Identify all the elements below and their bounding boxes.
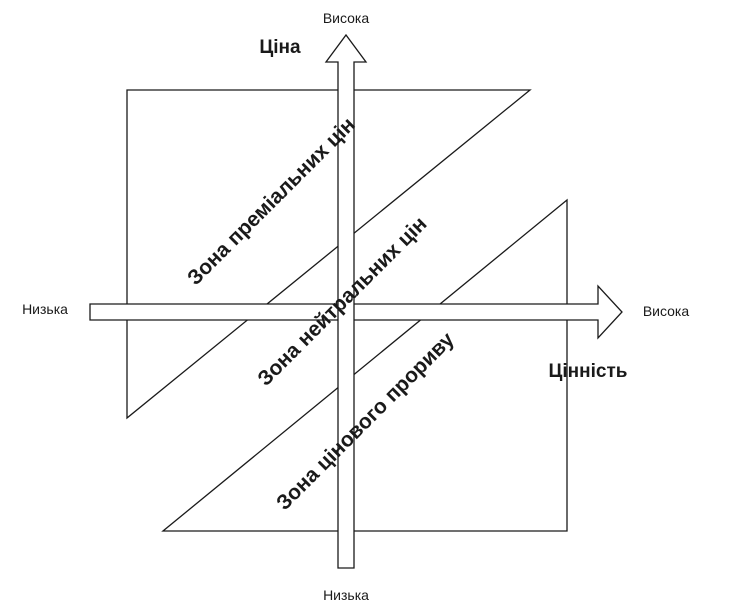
price-axis-arrow: [324, 33, 368, 569]
value-low-label: Низька: [22, 301, 68, 317]
price-low-label: Низька: [323, 587, 369, 603]
price-axis-title: Ціна: [259, 37, 301, 58]
price-high-label: Висока: [323, 10, 370, 26]
value-high-label: Висока: [643, 303, 690, 319]
lower-right-triangle: [161, 198, 568, 532]
value-axis-arrow: [89, 284, 623, 340]
upper-left-triangle: [126, 89, 532, 420]
value-axis-title: Цінність: [549, 361, 628, 382]
